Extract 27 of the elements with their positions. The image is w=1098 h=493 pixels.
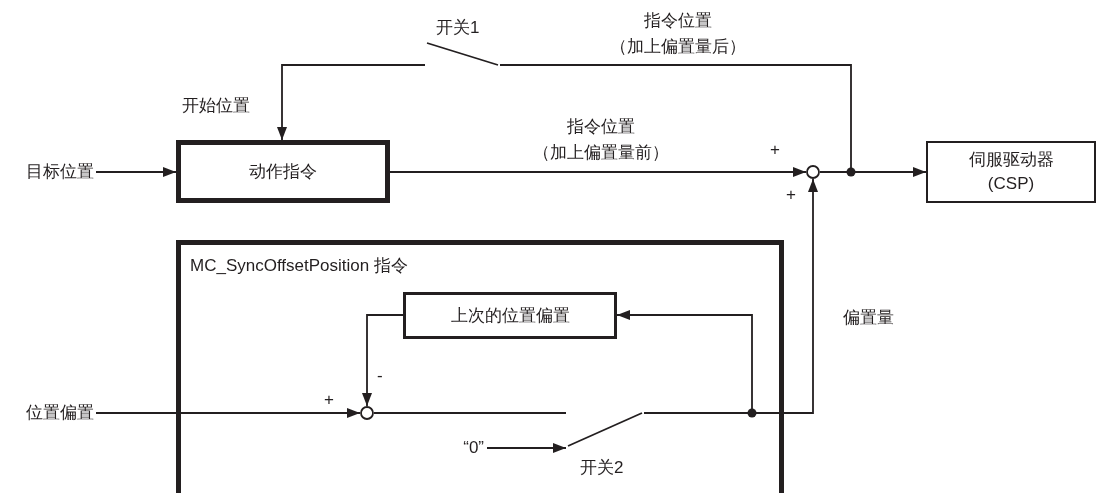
process-box: 伺服驱动器 (CSP)	[926, 141, 1096, 203]
switch-label: 开关2	[580, 457, 624, 479]
arrow	[277, 64, 426, 141]
sign-label: +	[324, 389, 334, 411]
arrow	[389, 167, 807, 177]
arrow	[486, 443, 567, 453]
edge-label: 指令位置（加上偏置量前）	[532, 116, 670, 164]
input-label: 位置偏置	[8, 401, 94, 425]
arrow	[95, 167, 177, 177]
arrow	[95, 408, 361, 418]
sign-label: +	[770, 139, 780, 161]
edge-label: 指令位置（加上偏置量后）	[609, 10, 747, 58]
input-label: 目标位置	[8, 160, 94, 184]
sign-label: -	[377, 365, 383, 387]
frame-title: MC_SyncOffsetPosition 指令	[190, 255, 408, 277]
sign-label: +	[786, 184, 796, 206]
edge-label: 偏置量	[843, 307, 895, 329]
summing-circle	[360, 406, 374, 420]
arrow	[362, 314, 404, 407]
input-label: “0”	[452, 436, 484, 460]
edge-label: 开始位置	[182, 95, 251, 117]
process-box: 动作指令	[176, 140, 390, 203]
function-block-frame	[176, 240, 784, 493]
switch-label: 开关1	[436, 17, 480, 39]
connector-line	[373, 412, 567, 414]
process-box: 上次的位置偏置	[403, 292, 617, 339]
summing-circle	[806, 165, 820, 179]
